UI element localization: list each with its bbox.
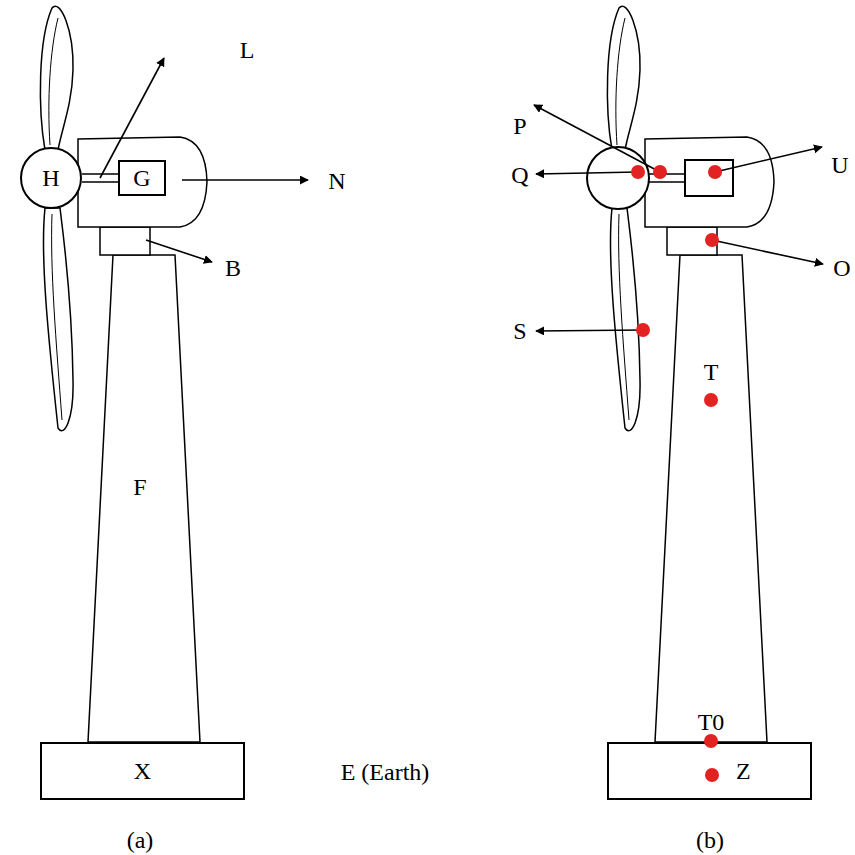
- point-dot: [705, 233, 719, 247]
- part-letter: L: [240, 38, 255, 62]
- part-letter: B: [225, 256, 241, 280]
- point-letter: T: [704, 360, 719, 384]
- point-dot: [705, 768, 719, 782]
- turbine-body: [40, 6, 207, 742]
- part-letter: G: [133, 166, 150, 190]
- foundation-box: X: [40, 742, 245, 800]
- point-dot: [704, 393, 718, 407]
- subfigure-label: (a): [127, 828, 154, 852]
- point-letter: S: [513, 319, 526, 343]
- point-letter: Q: [511, 163, 528, 187]
- foundation-box: Z: [607, 742, 812, 800]
- point-dot: [636, 323, 650, 337]
- part-letter: Z: [736, 759, 751, 783]
- point-dot: [704, 734, 718, 748]
- part-letter: N: [328, 169, 345, 193]
- turbine-b: [587, 6, 774, 742]
- gearbox-box: G: [118, 160, 166, 196]
- turbine-body: [607, 6, 774, 742]
- point-letter: O: [833, 256, 850, 280]
- part-letter: X: [134, 759, 151, 783]
- point-letter: P: [513, 114, 526, 138]
- hub-box: H: [20, 147, 82, 209]
- leader-arrows: [100, 58, 823, 331]
- ground-label: E (Earth): [341, 760, 430, 784]
- point-dot: [631, 165, 645, 179]
- turbine-a: [40, 6, 207, 742]
- point-letter: T0: [698, 710, 725, 734]
- subfigure-label: (b): [696, 828, 724, 852]
- point-dot: [653, 165, 667, 179]
- point-letter: U: [831, 153, 848, 177]
- gearbox-outline: [685, 160, 733, 196]
- shaft-connector: [82, 174, 118, 182]
- part-letter: H: [42, 166, 59, 190]
- hub-outline: [587, 147, 649, 209]
- point-dot: [708, 165, 722, 179]
- part-letter: F: [133, 475, 146, 499]
